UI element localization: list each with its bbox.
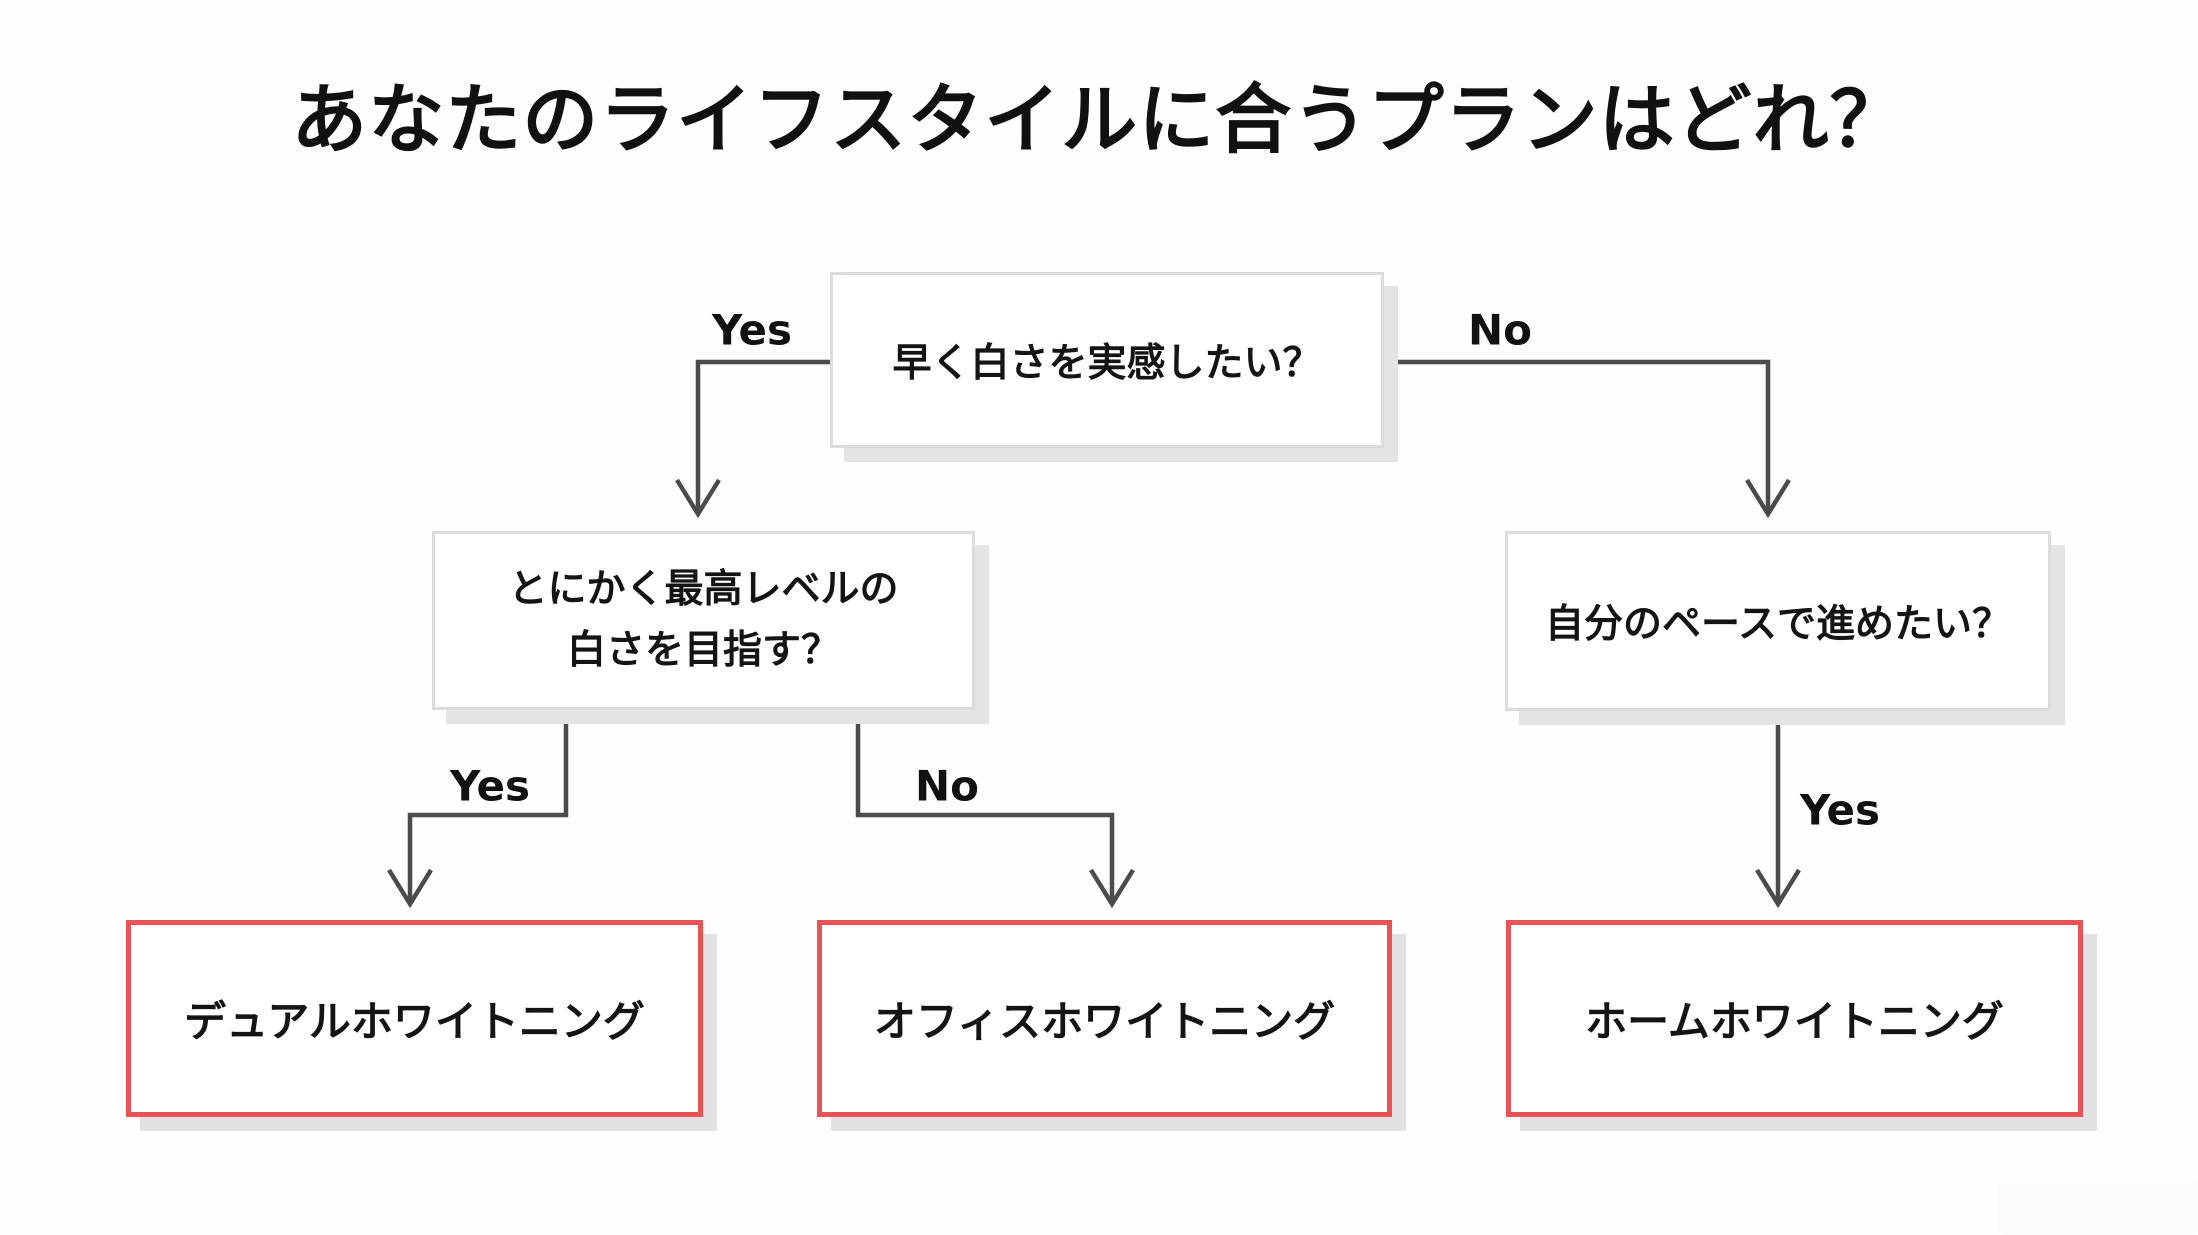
edge-label-q2-yes: Yes [449,761,531,811]
question-node-max-level: とにかく最高レベルの 白さを目指す？ [432,531,975,710]
question-node-fast-whitening-text: 早く白さを実感したい？ [892,341,1322,386]
question-node-fast-whitening: 早く白さを実感したい？ [830,272,1384,448]
arrowhead-q1-no-icon [1745,478,1791,519]
connector-q2-no-line [855,708,1115,900]
watermark-area [1998,1180,2198,1235]
result-node-office-whitening: オフィスホワイトニング [817,920,1392,1117]
edge-label-q2-no: No [914,761,980,811]
connector-q2-yes-line [407,708,569,900]
connector-q1-yes-line [695,359,830,510]
result-node-dual-whitening-text: デュアルホワイトニング [184,997,645,1046]
edge-label-q1-no: No [1467,305,1533,355]
arrowhead-q1-yes-icon [675,478,721,519]
arrowhead-q3-yes-icon [1755,868,1801,909]
result-node-home-whitening: ホームホワイトニング [1506,920,2083,1117]
edge-label-q3-yes: Yes [1799,785,1881,835]
result-node-office-whitening-text: オフィスホワイトニング [873,997,1336,1046]
result-node-home-whitening-text: ホームホワイトニング [1585,997,2004,1046]
result-node-dual-whitening: デュアルホワイトニング [126,920,703,1117]
question-node-max-level-text: とにかく最高レベルの 白さを目指す？ [508,567,899,673]
arrowhead-q2-no-icon [1089,868,1135,909]
question-node-own-pace: 自分のペースで進めたい？ [1505,531,2051,711]
connector-q1-no-line [1384,359,1771,510]
edge-label-q1-yes: Yes [711,305,793,355]
arrowhead-q2-yes-icon [387,868,433,909]
page-title: あなたのライフスタイルに合うプランはどれ？ [291,75,1907,164]
question-node-own-pace-text: 自分のペースで進めたい？ [1544,602,2012,647]
